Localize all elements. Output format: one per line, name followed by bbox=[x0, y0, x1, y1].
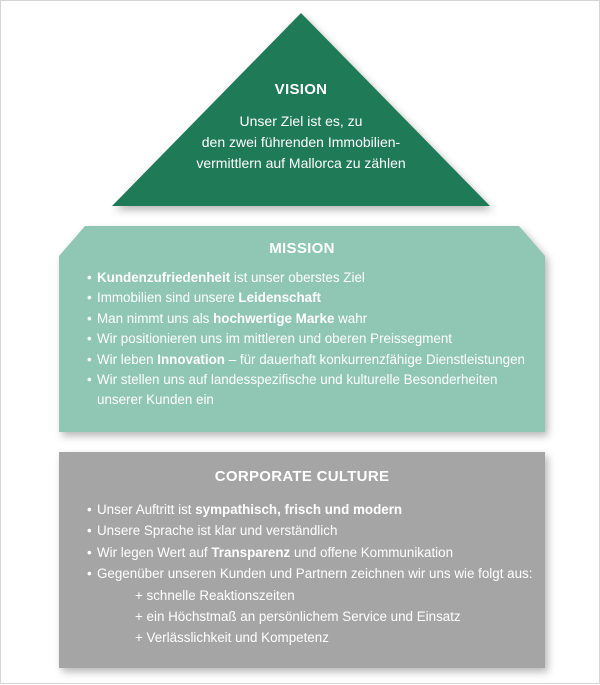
mission-item: Wir positionieren uns im mittleren und o… bbox=[87, 329, 537, 350]
culture-title: CORPORATE CULTURE bbox=[214, 468, 390, 485]
culture-item-text: Unser Auftritt ist bbox=[97, 502, 196, 517]
culture-subitem: + schnelle Reaktionszeiten bbox=[135, 587, 295, 603]
mission-item-text: – für dauerhaft konkurrenzfähige Dienstl… bbox=[224, 351, 525, 367]
mission-title: MISSION bbox=[269, 240, 335, 257]
mission-item-continuation: unserer Kunden ein bbox=[97, 392, 214, 408]
mission-item-text: Immobilien sind unsere bbox=[97, 290, 239, 306]
culture-item-emphasis: Transparenz bbox=[211, 544, 291, 560]
culture-sublist: + schnelle Reaktionszeiten + ein Höchstma… bbox=[97, 585, 537, 649]
vision-line-2: den zwei führenden Immobilien- bbox=[201, 134, 401, 150]
culture-item: Unsere Sprache ist klar und verständlich bbox=[87, 520, 537, 542]
culture-item-emphasis: sympathisch, frisch und modern bbox=[195, 502, 403, 517]
mission-item: Man nimmt uns als hochwertige Marke wahr bbox=[87, 309, 537, 330]
vision-line-1: Unser Ziel ist es, zu bbox=[239, 113, 363, 129]
culture-sublist-container: + schnelle Reaktionszeiten + ein Höchstma… bbox=[87, 585, 537, 649]
mission-item-emphasis: Leidenschaft bbox=[238, 290, 322, 306]
mission-list: Kundenzufriedenheit ist unser oberstes Z… bbox=[87, 268, 537, 411]
mission-item-emphasis: Kundenzufriedenheit bbox=[97, 270, 231, 285]
mission-block: MISSION Kundenzufriedenheit ist unser ob… bbox=[59, 226, 545, 432]
mission-item-text: ist unser oberstes Ziel bbox=[230, 270, 365, 285]
mission-item-emphasis: hochwertige Marke bbox=[213, 310, 335, 326]
mission-item-text: Wir stellen uns auf landesspezifische un… bbox=[97, 372, 498, 388]
mission-item-text: Man nimmt uns als bbox=[97, 310, 214, 326]
mission-item: Wir leben Innovation – für dauerhaft kon… bbox=[87, 350, 537, 371]
vision-title: VISION bbox=[274, 81, 328, 98]
mission-item-text: Wir leben bbox=[97, 351, 158, 367]
mission-item: Kundenzufriedenheit ist unser oberstes Z… bbox=[87, 268, 537, 289]
mission-item: Wir stellen uns auf landesspezifische un… bbox=[87, 370, 537, 411]
culture-item-text: Unsere Sprache ist klar und verständlich bbox=[97, 523, 338, 539]
mission-item-text: Wir positionieren uns im mittleren und o… bbox=[97, 331, 453, 347]
culture-subitem: + ein Höchstmaß an persönlichem Service … bbox=[135, 609, 461, 625]
culture-list: Unser Auftritt ist sympathisch, frisch u… bbox=[87, 499, 537, 649]
culture-subitem: + Verlässlichkeit und Kompetenz bbox=[135, 630, 329, 646]
mission-item: Immobilien sind unsere Leidenschaft bbox=[87, 288, 537, 309]
culture-item: Unser Auftritt ist sympathisch, frisch u… bbox=[87, 499, 537, 521]
vision-triangle bbox=[112, 13, 490, 206]
mission-item-text: wahr bbox=[334, 310, 368, 326]
vision-line-3: vermittlern auf Mallorca zu zählen bbox=[196, 155, 406, 171]
vision-statement: Unser Ziel ist es, zu den zwei führenden… bbox=[151, 111, 451, 174]
culture-item: Wir legen Wert auf Transparenz und offen… bbox=[87, 542, 537, 564]
culture-item-text: und offene Kommunikation bbox=[290, 544, 454, 560]
culture-item-text: Gegenüber unseren Kunden und Partnern ze… bbox=[97, 566, 533, 582]
culture-block: CORPORATE CULTURE Unser Auftritt ist sym… bbox=[59, 452, 545, 668]
culture-item-text: Wir legen Wert auf bbox=[97, 544, 212, 560]
mission-item-emphasis: Innovation bbox=[157, 351, 225, 367]
culture-item: Gegenüber unseren Kunden und Partnern ze… bbox=[87, 563, 537, 585]
